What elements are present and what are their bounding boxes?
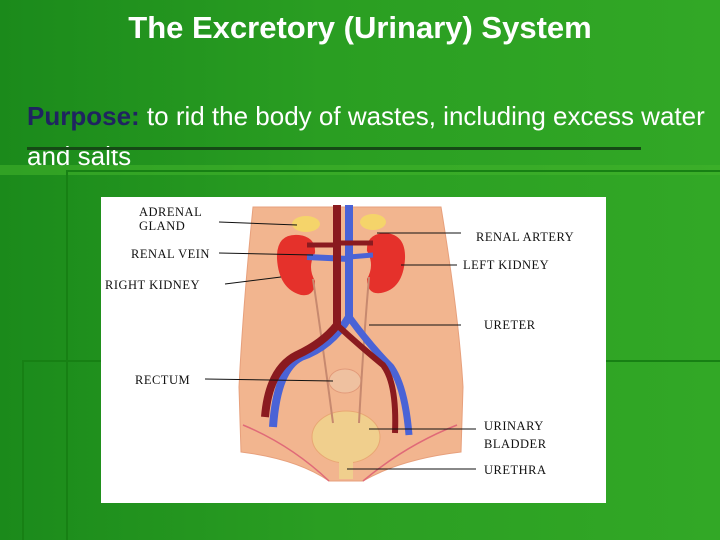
artery-branch bbox=[334, 322, 399, 434]
label-ureter: URETER bbox=[484, 318, 536, 332]
purpose-label: Purpose: bbox=[27, 101, 140, 131]
purpose-paragraph: Purpose: to rid the body of wastes, incl… bbox=[27, 96, 707, 176]
urethra bbox=[339, 459, 353, 479]
title-underline bbox=[27, 147, 641, 150]
adrenal-gland-right bbox=[292, 216, 320, 232]
purpose-text: to rid the body of wastes, including exc… bbox=[27, 101, 705, 171]
leader-lines bbox=[204, 221, 476, 470]
label-left-kidney: LEFT KIDNEY bbox=[463, 258, 549, 272]
label-adrenal-gland: ADRENAL bbox=[139, 205, 202, 219]
label-rectum: RECTUM bbox=[135, 373, 190, 387]
rectum bbox=[328, 368, 362, 394]
decor-line bbox=[66, 170, 68, 540]
aorta bbox=[261, 205, 341, 418]
adrenal-gland-left bbox=[360, 214, 386, 230]
vein-branch bbox=[346, 314, 413, 436]
label-urethra: URETHRA bbox=[484, 463, 547, 477]
label-renal-artery: RENAL ARTERY bbox=[476, 230, 574, 244]
pelvic-line bbox=[242, 424, 330, 482]
renal-vein bbox=[306, 254, 350, 262]
label-adrenal-gland-2: GLAND bbox=[139, 219, 185, 233]
label-right-kidney: RIGHT KIDNEY bbox=[105, 278, 200, 292]
diagram-svg: ADRENAL GLAND RENAL VEIN RIGHT KIDNEY RE… bbox=[105, 205, 574, 482]
renal-vein-left bbox=[348, 252, 374, 260]
label-urinary-bladder-2: BLADDER bbox=[484, 437, 547, 451]
slide-title: The Excretory (Urinary) System bbox=[128, 10, 592, 45]
left-kidney bbox=[366, 233, 406, 294]
urinary-bladder bbox=[311, 410, 381, 464]
decor-line bbox=[22, 360, 24, 540]
decor-line bbox=[66, 170, 720, 172]
label-urinary-bladder: URINARY bbox=[484, 419, 544, 433]
right-kidney bbox=[276, 234, 316, 296]
label-renal-vein: RENAL VEIN bbox=[131, 247, 210, 261]
urinary-system-diagram: ADRENAL GLAND RENAL VEIN RIGHT KIDNEY RE… bbox=[101, 197, 606, 503]
